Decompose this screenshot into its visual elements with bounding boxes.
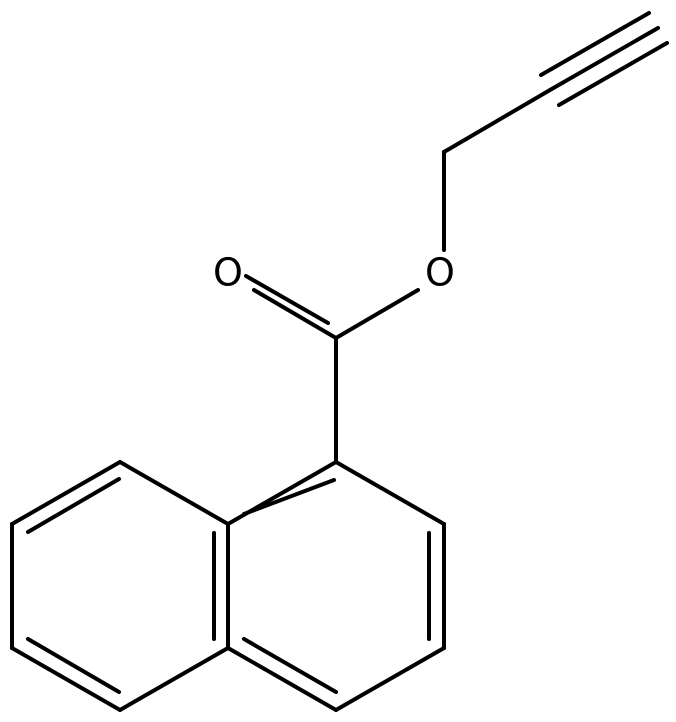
aromatic-double-bond [242, 478, 336, 516]
bond [118, 460, 230, 526]
bond [226, 646, 338, 712]
naphthalene-right-ring [226, 460, 446, 712]
bond [548, 26, 660, 92]
methylene-to-alkyne-bond [442, 88, 552, 154]
bond [334, 460, 446, 526]
bond [118, 646, 230, 712]
carbonyl-to-ester-oxygen-bond [334, 288, 420, 340]
bond [10, 460, 122, 526]
aromatic-double-bond [26, 477, 121, 534]
bond [244, 274, 330, 325]
bond [539, 11, 651, 77]
naphthalene-left-ring [10, 460, 230, 712]
bond [252, 288, 338, 340]
aromatic-double-bond [26, 637, 121, 694]
carbonyl-double-bond [244, 274, 338, 340]
bond [334, 646, 446, 712]
carbonyl-oxygen-label: O [213, 251, 243, 295]
bond [557, 41, 669, 107]
aromatic-double-bond [242, 637, 338, 694]
ester-oxygen-label: O [425, 251, 455, 295]
alkyne-triple-bond [539, 11, 669, 107]
bond [10, 646, 122, 712]
